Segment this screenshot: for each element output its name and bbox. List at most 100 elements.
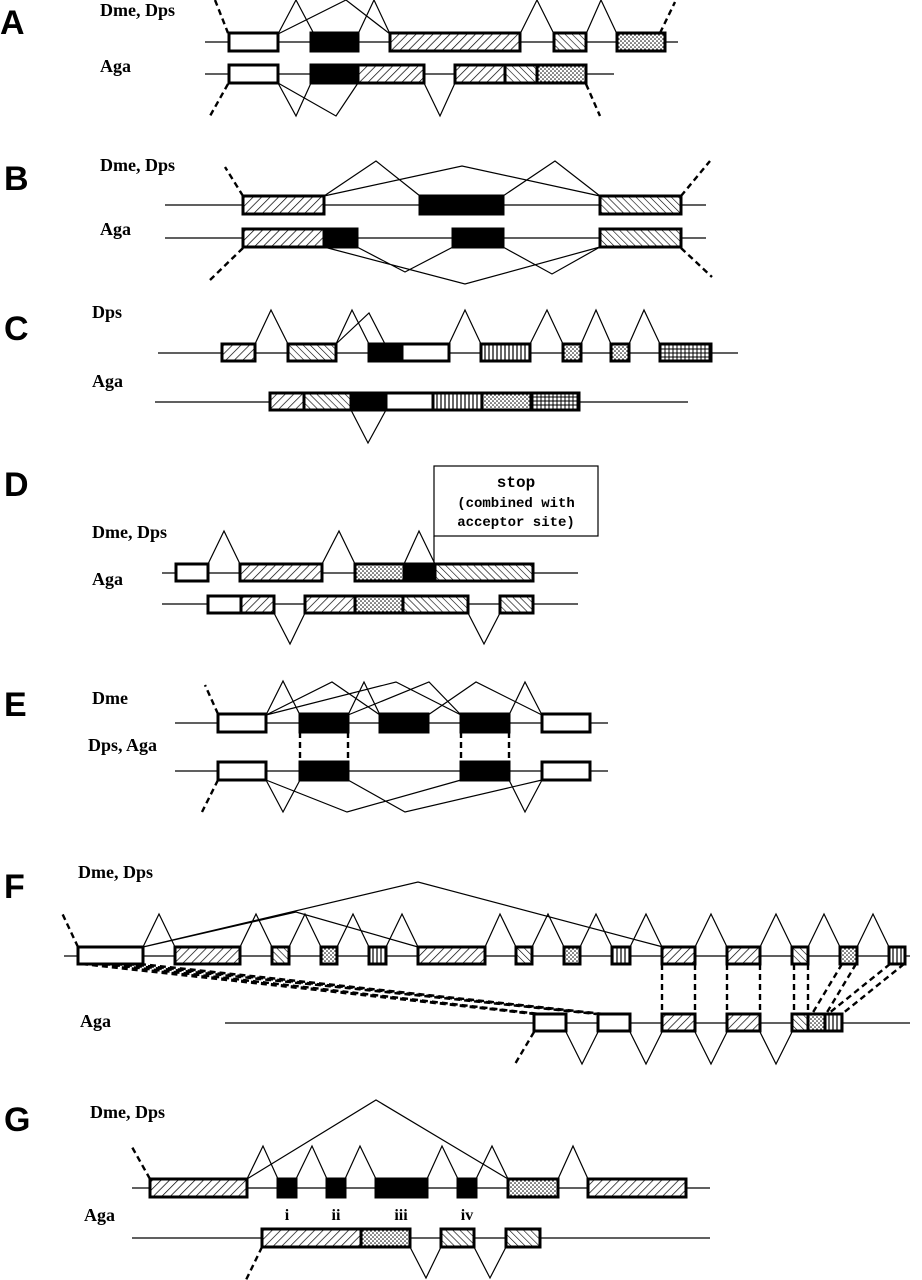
exon — [586, 1177, 688, 1199]
dashed-extension — [203, 684, 220, 715]
exon — [514, 945, 534, 966]
exon — [609, 342, 631, 363]
splice-connectors — [246, 1099, 589, 1180]
exon — [260, 1227, 363, 1249]
species-label-top-a: Dme, Dps — [100, 0, 175, 20]
dashed-extension — [60, 912, 80, 948]
panel-f: F Dme, Dps Aga — [4, 862, 910, 1066]
exon — [76, 945, 145, 966]
exon — [459, 712, 511, 734]
exon — [479, 342, 532, 363]
exon-ii — [325, 1177, 347, 1199]
exon — [451, 227, 505, 249]
exon — [216, 712, 268, 734]
panel-letter-c: C — [4, 310, 29, 348]
splice-connectors — [323, 246, 601, 285]
exon — [660, 1012, 697, 1033]
splice-connectors — [273, 612, 501, 646]
species-label-bottom-f: Aga — [80, 1011, 111, 1031]
dashed-extension — [130, 1146, 152, 1180]
panel-c: C Dps Aga — [4, 302, 738, 445]
dashed-extension — [200, 779, 220, 813]
exon — [349, 391, 388, 412]
species-label-top-f: Dme, Dps — [78, 862, 153, 882]
panel-b: B Dme, Dps Aga — [4, 155, 713, 285]
exon — [378, 712, 430, 734]
exon — [319, 945, 339, 966]
panel-letter-d: D — [4, 466, 29, 504]
exon-numeral-ii: ii — [332, 1207, 341, 1224]
splice-connectors — [265, 679, 543, 716]
exon — [562, 945, 582, 966]
species-label-bottom-g: Aga — [84, 1205, 115, 1225]
dashed-extension — [223, 160, 711, 197]
panel-e: E Dme Dps, Aga — [4, 679, 608, 814]
exon-numeral-i: i — [285, 1207, 290, 1224]
splice-connectors — [277, 82, 456, 118]
exon — [302, 391, 353, 412]
panel-letter-g: G — [4, 1101, 30, 1139]
exon — [418, 194, 505, 216]
exon — [838, 945, 859, 966]
panel-letter-a: A — [0, 4, 25, 42]
splice-connectors — [409, 1246, 507, 1280]
exon — [725, 945, 762, 966]
exon — [402, 562, 437, 583]
exon — [725, 1012, 762, 1033]
exon — [173, 945, 242, 966]
exon — [309, 31, 360, 53]
exon — [303, 594, 357, 615]
exon — [431, 391, 484, 412]
exon — [238, 562, 324, 583]
species-label-top-g: Dme, Dps — [90, 1102, 165, 1122]
panel-a: A Dme, Dps Aga — [0, 0, 678, 118]
exon-iii — [374, 1177, 429, 1199]
exon — [400, 342, 451, 363]
exon — [309, 63, 360, 85]
exon — [148, 1177, 249, 1199]
species-label-top-d: Dme, Dps — [92, 522, 167, 542]
stop-callout: stop (combined with acceptor site) — [433, 465, 599, 563]
exon — [388, 31, 522, 53]
splice-connectors — [350, 409, 387, 445]
dashed-extension — [208, 83, 602, 117]
exon — [353, 562, 406, 583]
exon — [174, 562, 210, 583]
exon — [504, 1227, 542, 1249]
splice-connectors — [265, 779, 543, 814]
exon — [439, 1227, 476, 1249]
exon — [790, 945, 810, 966]
exon-i — [276, 1177, 298, 1199]
homology-links — [81, 962, 605, 1016]
exon — [540, 712, 592, 734]
panel-letter-b: B — [4, 160, 29, 198]
callout-line-3: acceptor site) — [457, 515, 575, 531]
exon — [353, 594, 405, 615]
species-label-top-b: Dme, Dps — [100, 155, 175, 175]
homology-links — [298, 732, 511, 762]
exon — [561, 342, 583, 363]
exon — [367, 945, 388, 966]
exon — [453, 63, 507, 85]
panel-g: G Dme, Dps Aga i ii iii iv — [4, 1099, 710, 1280]
exon — [658, 342, 713, 363]
exon — [401, 594, 470, 615]
exon-iv — [456, 1177, 478, 1199]
dashed-extension — [244, 1246, 264, 1280]
exon — [298, 712, 350, 734]
callout-line-1: stop — [497, 474, 535, 492]
callout-line-2: (combined with — [457, 496, 575, 512]
exon — [615, 31, 667, 53]
splice-connectors — [207, 529, 436, 565]
exon — [239, 594, 276, 615]
exon — [823, 1012, 844, 1033]
exon — [598, 194, 683, 216]
species-label-top-c: Dps — [92, 302, 122, 322]
exon — [206, 594, 243, 615]
exon-numeral-iv: iv — [461, 1207, 473, 1224]
panel-letter-f: F — [4, 868, 25, 906]
exon — [322, 227, 359, 249]
exon — [610, 945, 632, 966]
exon — [887, 945, 907, 966]
